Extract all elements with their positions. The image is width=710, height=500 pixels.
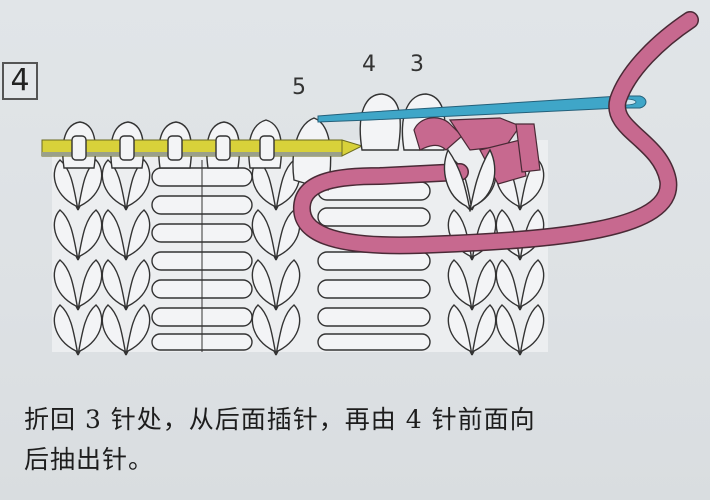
yarn-weave [413, 117, 541, 185]
stitch-label-3: 3 [410, 52, 424, 77]
caption-line-2: 后抽出针。 [24, 445, 155, 474]
instruction-caption: 折回 3 针处，从后面插针，再由 4 针前面向 后抽出针。 [24, 400, 704, 480]
stockinette-left [53, 159, 151, 356]
yarn-strand [292, 11, 699, 255]
stitch-label-4: 4 [362, 52, 376, 77]
garter-panel-left [151, 160, 253, 352]
loop-fronts [71, 135, 275, 161]
garter-panel-right [317, 181, 431, 351]
knitting-needle [41, 139, 364, 157]
stitch-label-5: 5 [292, 75, 306, 100]
caption-line-1: 折回 3 针处，从后面插针，再由 4 针前面向 [24, 405, 536, 434]
step-number-badge: 4 [2, 62, 38, 100]
